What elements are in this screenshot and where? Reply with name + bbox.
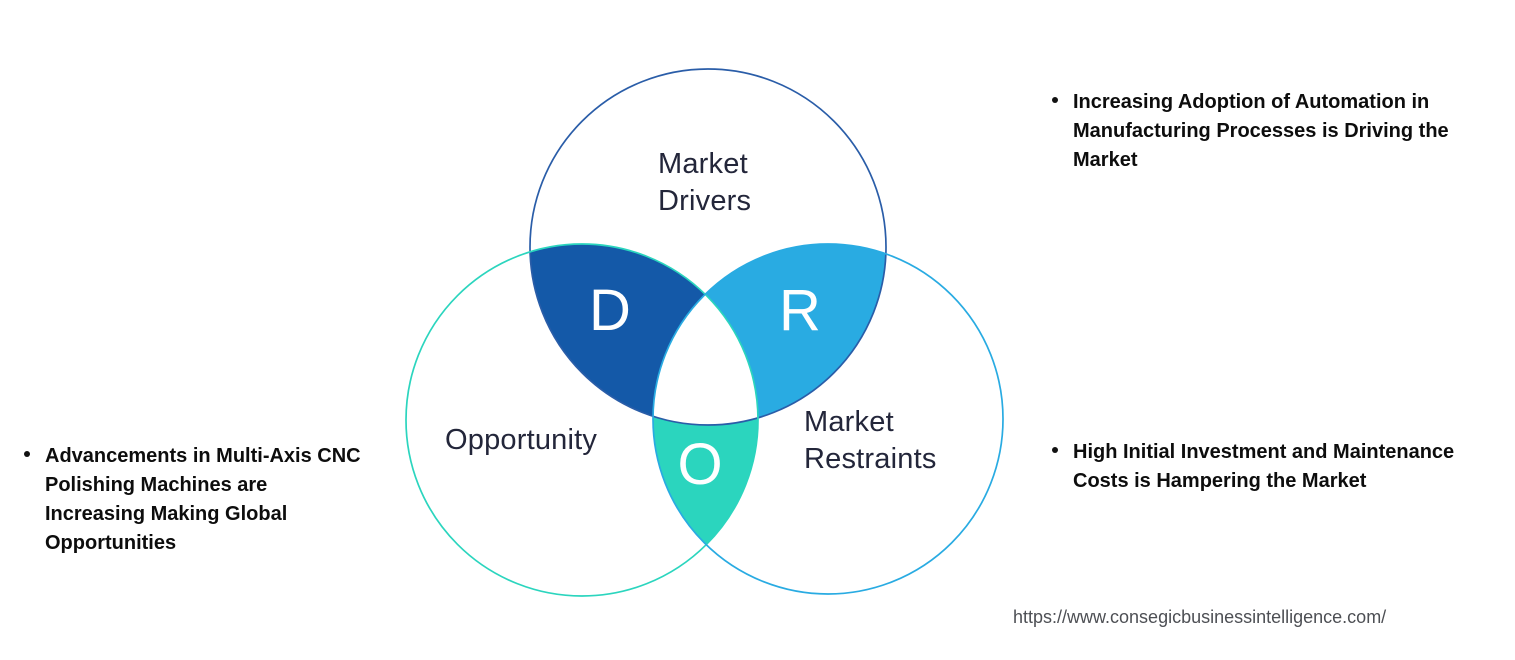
drivers-circle-label: Market Drivers	[658, 148, 752, 217]
restraints-bullet-text: High Initial Investment and Maintenance …	[1073, 441, 1455, 492]
drivers-circle-outline	[529, 68, 887, 426]
opportunity-bullet: Advancements in Multi-Axis CNC Polishing…	[24, 442, 374, 558]
drivers-bullet-text: Increasing Adoption of Automation in Man…	[1073, 91, 1449, 171]
restraints-lens-letter: R	[779, 278, 821, 343]
opportunity-circle-label: Opportunity	[445, 424, 598, 456]
restraints-circle-label: Market Restraints	[804, 406, 937, 475]
source-url: https://www.consegicbusinessintelligence…	[1013, 607, 1387, 627]
restraints-bullet: High Initial Investment and Maintenance …	[1052, 438, 1482, 496]
opportunity-bullet-text: Advancements in Multi-Axis CNC Polishing…	[45, 445, 361, 554]
opportunity-circle-outline	[405, 243, 759, 597]
opportunity-lens-letter: O	[677, 432, 723, 497]
drivers-lens-letter: D	[589, 278, 631, 343]
bullet-dot-icon	[1052, 447, 1058, 453]
drivers-bullet: Increasing Adoption of Automation in Man…	[1052, 88, 1482, 175]
bullet-dot-icon	[1052, 97, 1058, 103]
restraints-circle-outline	[652, 243, 1004, 595]
bullet-dot-icon	[24, 451, 30, 457]
